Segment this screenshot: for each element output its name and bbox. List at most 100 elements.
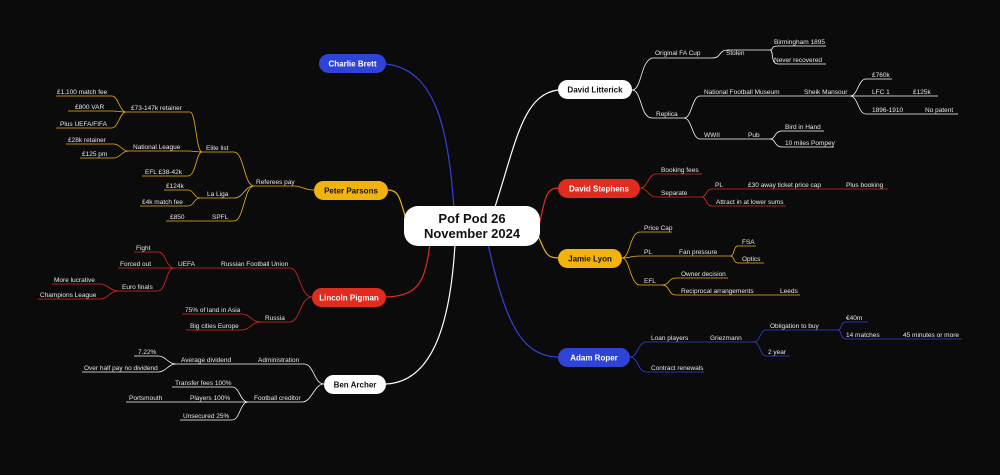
pigman-subtree <box>38 251 313 331</box>
label-fsa: FSA <box>742 239 755 246</box>
label-euro-finals: Euro finals <box>122 284 153 291</box>
label-125k: £125k <box>913 89 931 96</box>
label-forced-out: Forced out <box>120 261 151 268</box>
label-spfl: SPFL <box>212 214 229 221</box>
topic-david-stephens[interactable]: David Stephens <box>558 179 640 198</box>
label-portsmouth: Portsmouth <box>129 395 163 402</box>
label-owner-decision: Owner decision <box>681 271 726 278</box>
label-original-fa-cup: Original FA Cup <box>655 50 701 57</box>
label-transfer-fees: Transfer fees 100% <box>175 380 232 387</box>
label-average-dividend: Average dividend <box>181 357 231 364</box>
label-fan-pressure: Fan pressure <box>679 249 718 256</box>
topic-label: Peter Parsons <box>324 187 378 196</box>
branch-jamie-lyon <box>537 235 559 259</box>
topic-label: Adam Roper <box>570 354 618 363</box>
label-leeds: Leeds <box>780 288 798 295</box>
label-sheik-mansour: Sheik Mansour <box>804 89 848 96</box>
label-fight: Fight <box>136 245 151 252</box>
archer-labels: Administration Average dividend 7.22% Ov… <box>84 349 301 420</box>
label-efl-range: EFL £38-42k <box>145 169 183 176</box>
roper-subtree <box>629 321 962 373</box>
label-uefa: UEFA <box>178 261 196 268</box>
label-match-fee: £1,100 match fee <box>57 89 108 96</box>
topic-peter-parsons[interactable]: Peter Parsons <box>314 181 388 200</box>
label-attract-lower-sums: Attract in at lower sums <box>716 199 784 206</box>
central-title-line1: Pof Pod 26 <box>438 211 505 226</box>
label-45-minutes: 45 minutes or more <box>903 332 959 339</box>
label-stolen: Stolen <box>726 50 745 57</box>
label-players: Players 100% <box>190 395 230 402</box>
litterick-subtree <box>631 45 958 148</box>
topic-label: David Litterick <box>567 86 623 95</box>
label-football-creditor: Football creditor <box>254 395 301 402</box>
label-elite-list: Elite list <box>206 145 229 152</box>
label-over-half: Over half pay no dividend <box>84 365 158 372</box>
label-4k-match-fee: £4k match fee <box>142 199 183 206</box>
label-uefa-fifa: Plus UEFA/FIFA <box>60 121 108 128</box>
branch-david-stephens <box>537 187 559 231</box>
branch-charlie-brett <box>385 63 456 226</box>
topic-charlie-brett[interactable]: Charlie Brett <box>319 54 386 73</box>
topic-ben-archer[interactable]: Ben Archer <box>324 375 386 394</box>
topic-label: Charlie Brett <box>328 60 376 69</box>
label-administration: Administration <box>258 357 300 364</box>
label-wwii: WWII <box>704 132 720 139</box>
branch-ben-archer <box>385 243 456 385</box>
central-topic[interactable]: Pof Pod 26 November 2024 <box>404 206 540 246</box>
litterick-labels: Original FA Cup Stolen Birmingham 1895 N… <box>655 39 953 147</box>
label-replica: Replica <box>656 111 678 118</box>
label-no-patent: No patent <box>925 107 953 114</box>
label-griezmann: Griezmann <box>710 335 742 342</box>
label-contract-renewals: Contract renewals <box>651 365 704 372</box>
parsons-subtree <box>56 95 315 222</box>
label-760k: £760k <box>872 72 890 79</box>
parsons-labels: Referees pay Elite list £73-147k retaine… <box>57 89 295 221</box>
label-efl: EFL <box>644 278 656 285</box>
label-bird-in-hand: Bird in Hand <box>785 124 821 131</box>
pigman-labels: Russian Football Union UEFA Fight Forced… <box>40 245 289 330</box>
label-booking-fees: Booking fees <box>661 167 699 174</box>
branch-adam-roper <box>487 243 559 358</box>
topic-jamie-lyon[interactable]: Jamie Lyon <box>558 249 622 268</box>
label-never-recovered: Never recovered <box>774 57 822 64</box>
stephens-subtree <box>639 173 888 207</box>
topic-david-litterick[interactable]: David Litterick <box>558 80 632 99</box>
label-loan-players: Loan players <box>651 335 689 342</box>
label-reciprocal: Reciprocal arrangements <box>681 288 754 295</box>
label-unsecured: Unsecured 25% <box>183 413 229 420</box>
topic-lincoln-pigman[interactable]: Lincoln Pigman <box>312 288 386 307</box>
central-title-line2: November 2024 <box>424 226 521 241</box>
label-national-league: National League <box>133 144 181 151</box>
label-price-cap: Price Cap <box>644 225 673 232</box>
topic-label: Lincoln Pigman <box>319 294 379 303</box>
label-obligation-to-buy: Obligation to buy <box>770 323 820 330</box>
roper-labels: Loan players Griezmann Obligation to buy… <box>651 315 959 372</box>
label-russian-football-union: Russian Football Union <box>221 261 289 268</box>
label-birmingham: Birmingham 1895 <box>774 39 825 46</box>
label-plus-booking: Plus booking <box>846 182 884 189</box>
label-la-liga: La Liga <box>207 191 229 198</box>
label-referees-pay: Referees pay <box>256 179 295 186</box>
lyon-labels: Price Cap PL Fan pressure FSA Optics EFL… <box>644 225 798 295</box>
stephens-labels: Booking fees Separate PL £30 away ticket… <box>661 167 884 206</box>
label-722: 7.22% <box>138 349 157 356</box>
topic-label: Jamie Lyon <box>568 255 612 264</box>
topic-label: Ben Archer <box>334 381 377 390</box>
topic-label: David Stephens <box>569 185 630 194</box>
label-optics: Optics <box>742 256 761 263</box>
label-national-football-museum: National Football Museum <box>704 89 780 96</box>
topic-adam-roper[interactable]: Adam Roper <box>558 348 630 367</box>
label-14-matches: 14 matches <box>846 332 880 339</box>
label-125pm: £125 pm <box>82 151 107 158</box>
label-124k: £124k <box>166 183 184 190</box>
label-lyon-pl: PL <box>644 249 652 256</box>
label-russia: Russia <box>265 315 285 322</box>
branch-david-litterick <box>489 89 559 223</box>
label-retainer: £73-147k retainer <box>131 105 183 112</box>
archer-subtree <box>82 355 325 421</box>
label-more-lucrative: More lucrative <box>54 277 95 284</box>
label-pub: Pub <box>748 132 760 139</box>
label-28k-retainer: £28k retainer <box>68 137 107 144</box>
label-2-year: 2 year <box>768 349 787 356</box>
